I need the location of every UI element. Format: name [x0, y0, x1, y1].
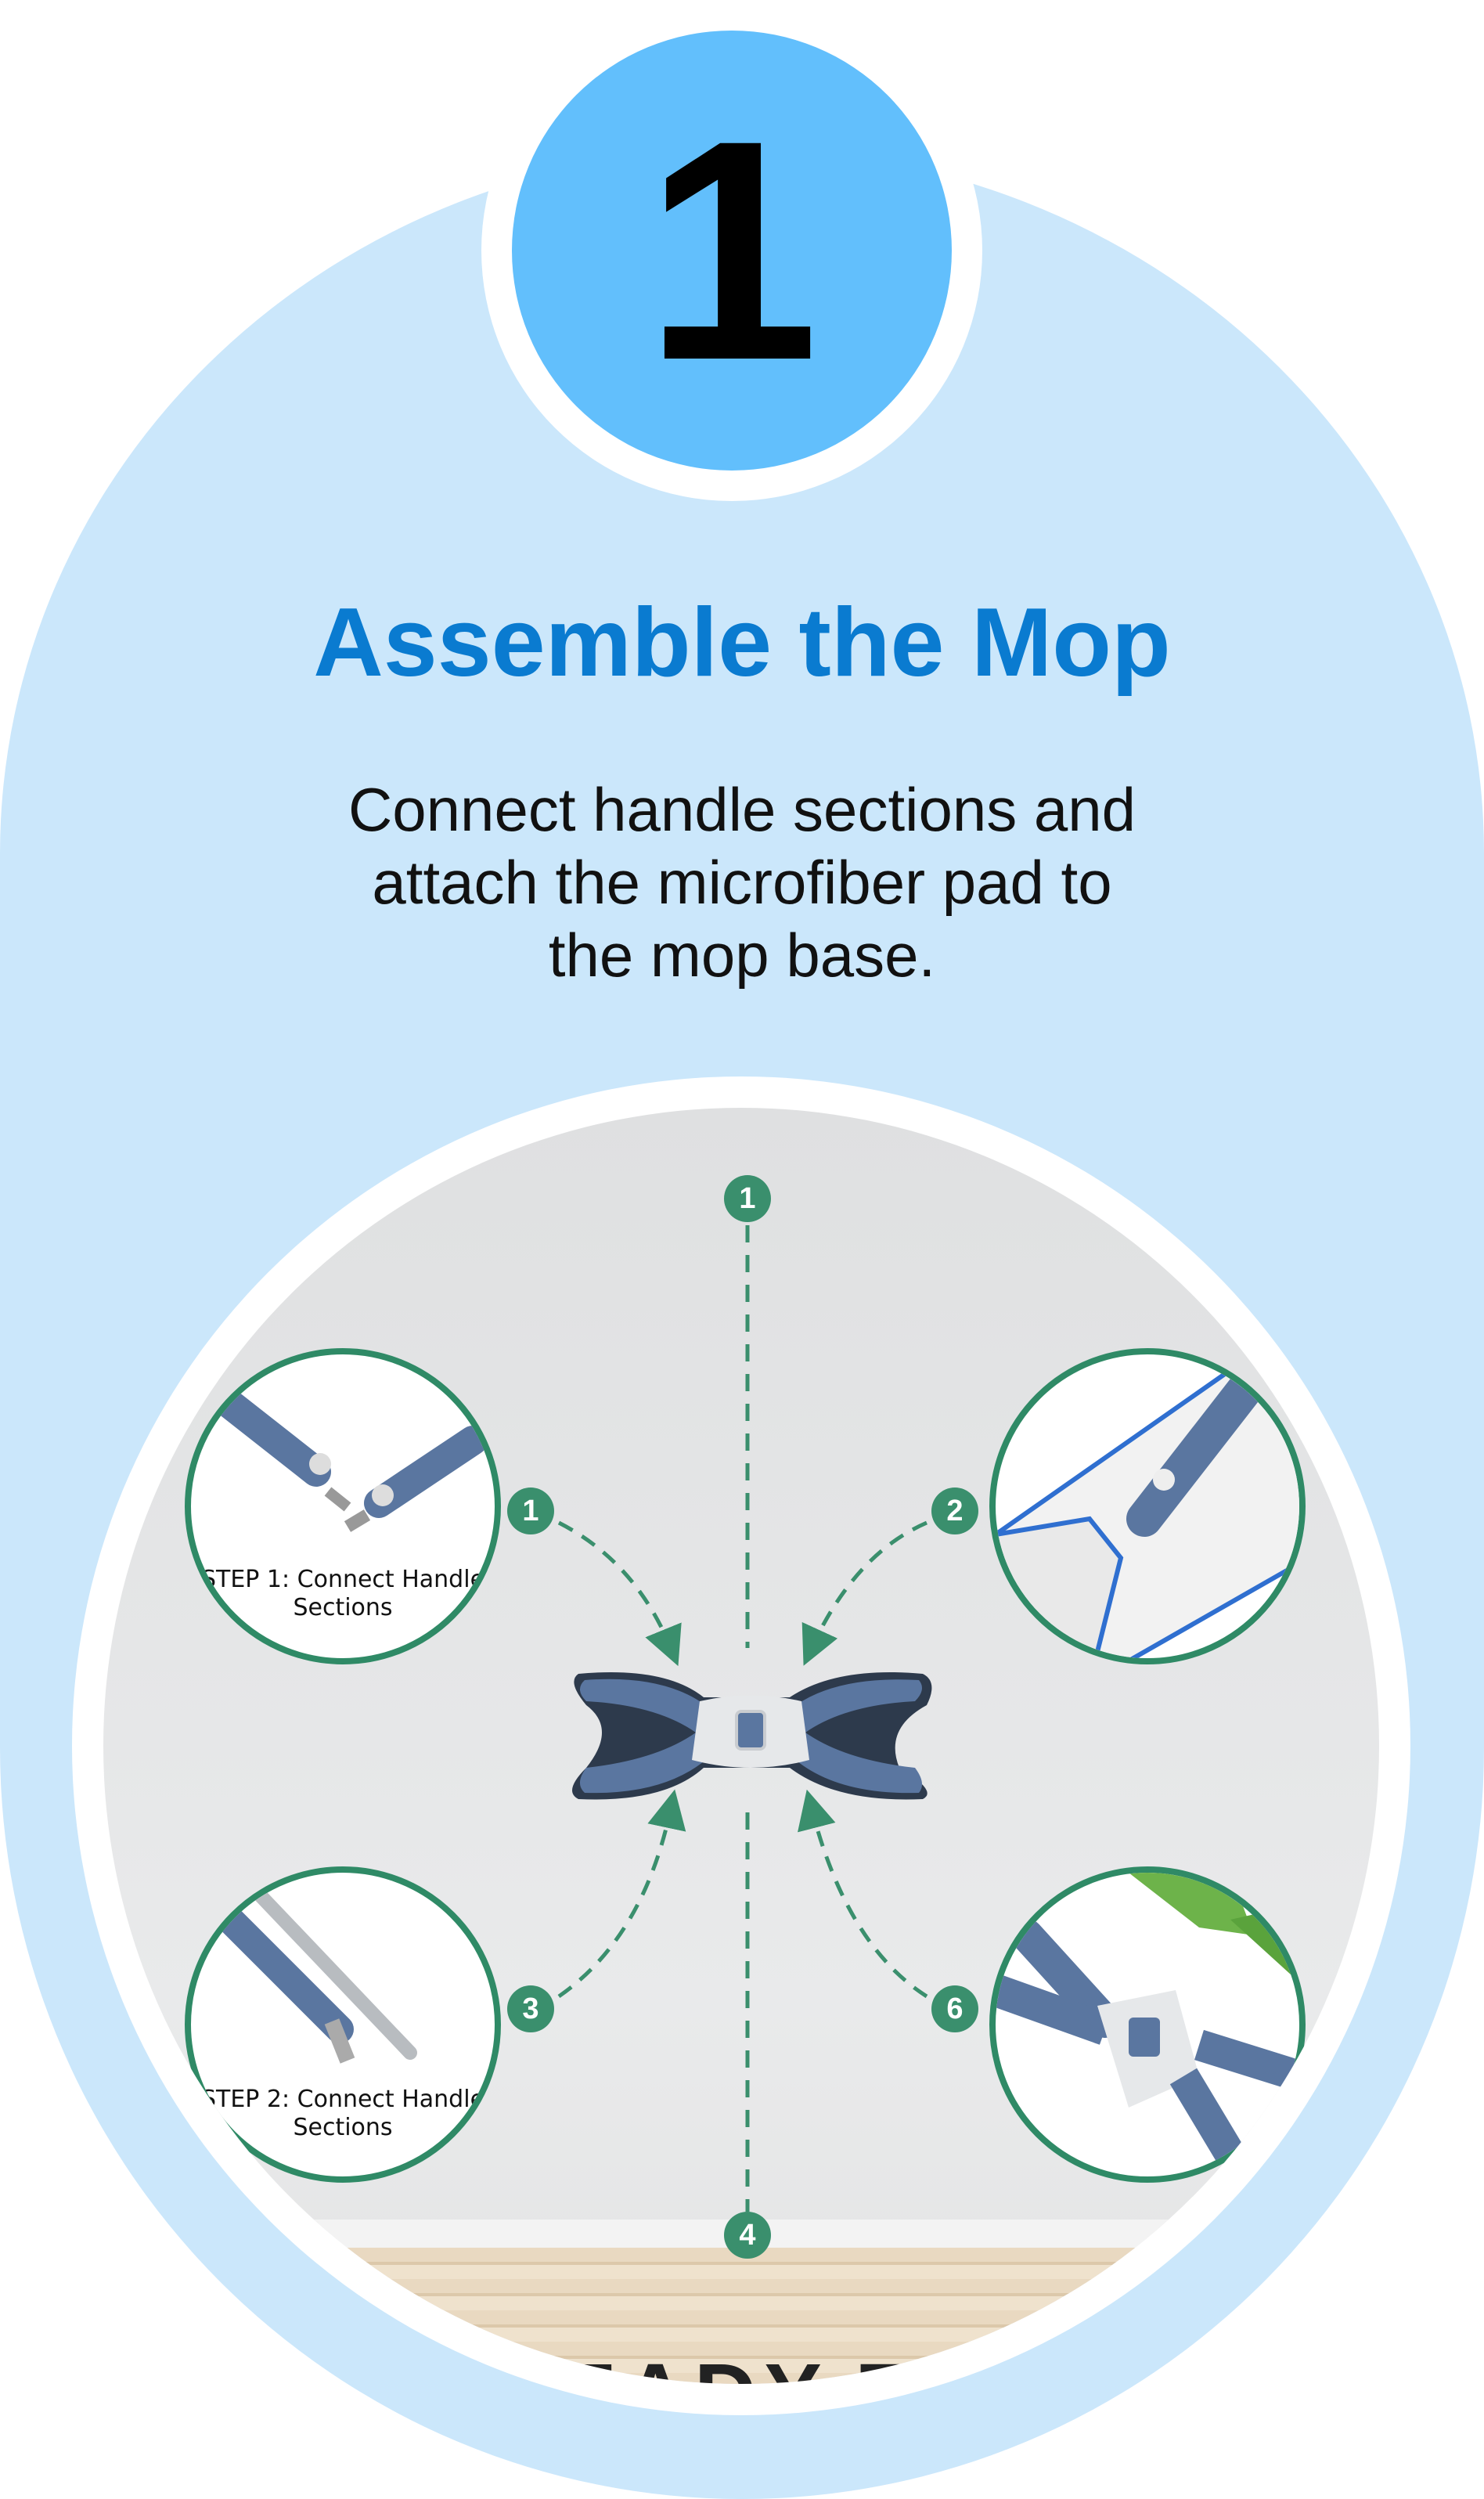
badge-top: 1: [724, 1175, 771, 1222]
microfiber-pad-image: [996, 1360, 1299, 1658]
arrow-3: [557, 1789, 686, 1999]
badge-lower-right: 6: [931, 1985, 978, 2032]
detail-circle-mop-head: [989, 1866, 1306, 2183]
badge-lower-left: 3: [507, 1985, 554, 2032]
arrow-1: [557, 1520, 682, 1667]
handle-connector-image: [192, 1371, 488, 1532]
step-1-label: STEP 1: Connect Handle Sections: [200, 1566, 485, 1621]
step-title: Assemble the Mop: [313, 589, 1171, 697]
badge-upper-left: 1: [507, 1488, 554, 1534]
mop-head: [572, 1672, 932, 1800]
detail-circle-pad: [989, 1348, 1306, 1664]
illustration-image: READY TO S: [103, 1108, 1379, 2384]
detail-circle-step-1: STEP 1: Connect Handle Sections: [185, 1348, 501, 1664]
handle-poles-image: [200, 1881, 417, 2064]
bottom-text: READY TO: [103, 2345, 1379, 2384]
badge-upper-right: 2: [931, 1488, 978, 1534]
guide-lines: [557, 1225, 932, 2212]
mop-head-closeup-image: [996, 1873, 1299, 2163]
step-description: Connect handle sections and attach the m…: [348, 775, 1136, 990]
step-number-badge: 1: [512, 31, 952, 471]
detail-circle-step-2: STEP 2: Connect Handle Sections: [185, 1866, 501, 2183]
wood-floor: [103, 2248, 1379, 2384]
step-2-label: STEP 2: Connect Handle Sections: [200, 2086, 485, 2141]
arrow-6: [798, 1789, 928, 1999]
badge-bottom: 4: [724, 2212, 771, 2259]
arrow-2: [801, 1520, 928, 1666]
